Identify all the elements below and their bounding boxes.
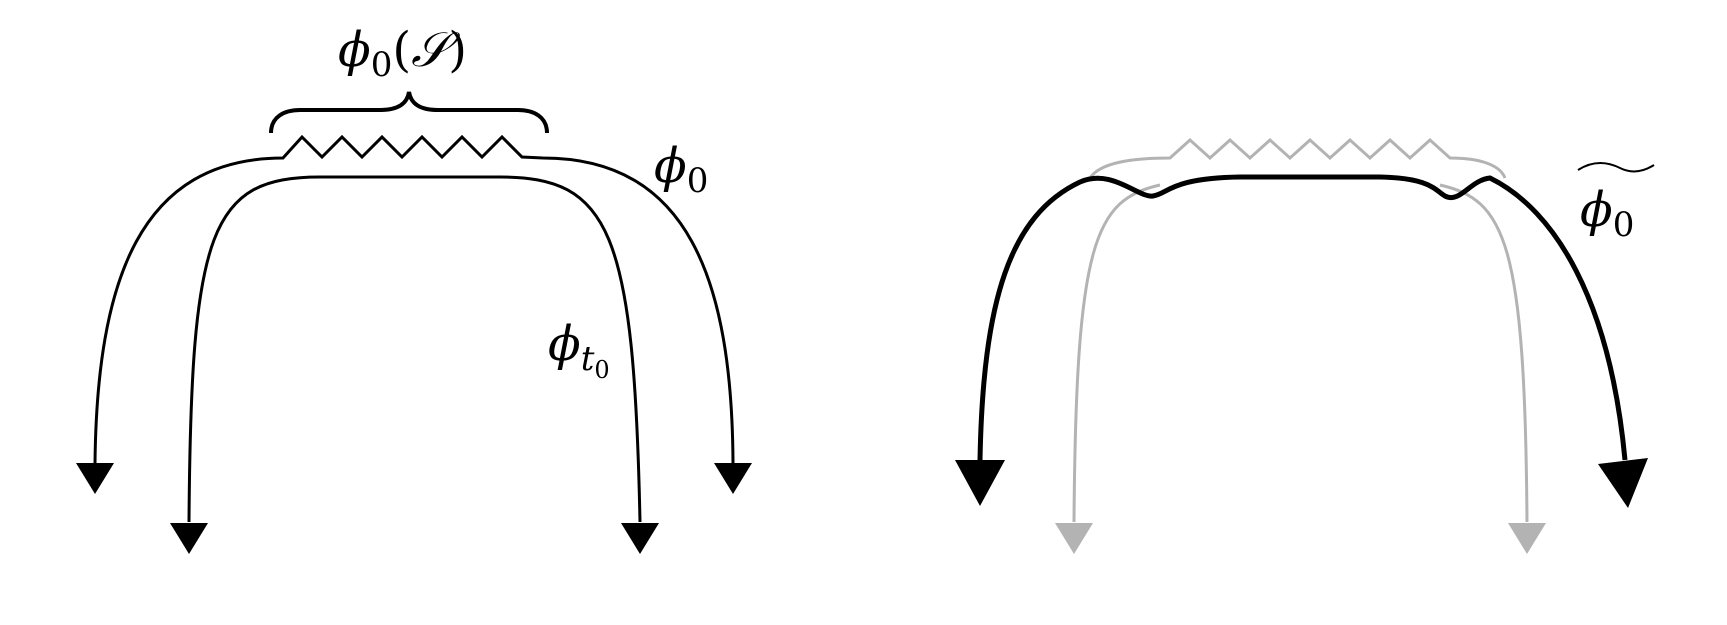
- arrowhead-outer-left: [76, 463, 114, 494]
- curve-phi0-faded: [1088, 137, 1507, 179]
- label-phi-t0: ϕt0: [548, 316, 610, 384]
- phi-symbol: ϕ: [338, 22, 371, 78]
- curve-phi0-tilde: [977, 174, 1628, 461]
- label-phi0: ϕ0: [654, 138, 708, 201]
- phi-symbol: ϕ: [1580, 182, 1613, 238]
- phi-symbol: ϕ: [654, 138, 687, 194]
- subscript-zero: 0: [371, 45, 393, 85]
- arrowhead-tilde-right: [1598, 458, 1648, 508]
- curve-phi-t0-faded: [1072, 183, 1529, 523]
- curve-phi0: [93, 134, 735, 464]
- subscript-zero: 0: [687, 161, 709, 201]
- brace-phi0-S: [269, 91, 549, 134]
- arrowhead-faded-right: [1508, 523, 1546, 554]
- right-panel: ϕ0: [955, 137, 1655, 554]
- curve-phi-t0: [187, 175, 642, 523]
- arrowhead-outer-right: [714, 463, 752, 494]
- subscript-zero: 0: [1613, 205, 1635, 245]
- phi-symbol: ϕ: [548, 316, 581, 372]
- arrowhead-faded-left: [1055, 523, 1093, 554]
- close-paren: ): [448, 22, 467, 78]
- left-panel: ϕ0(𝒮) ϕ0 ϕt0: [76, 22, 752, 554]
- subscript-zero: 0: [594, 356, 609, 384]
- arrowhead-inner-right: [621, 523, 659, 554]
- tilde-accent: [1577, 162, 1655, 173]
- subscript-t: t: [581, 339, 595, 379]
- arrowhead-tilde-left: [955, 460, 1005, 506]
- label-phi0-S: ϕ0(𝒮): [338, 22, 467, 85]
- label-phi0-tilde: ϕ0: [1580, 182, 1634, 245]
- open-paren: (: [392, 22, 411, 78]
- arrowhead-inner-left: [170, 523, 208, 554]
